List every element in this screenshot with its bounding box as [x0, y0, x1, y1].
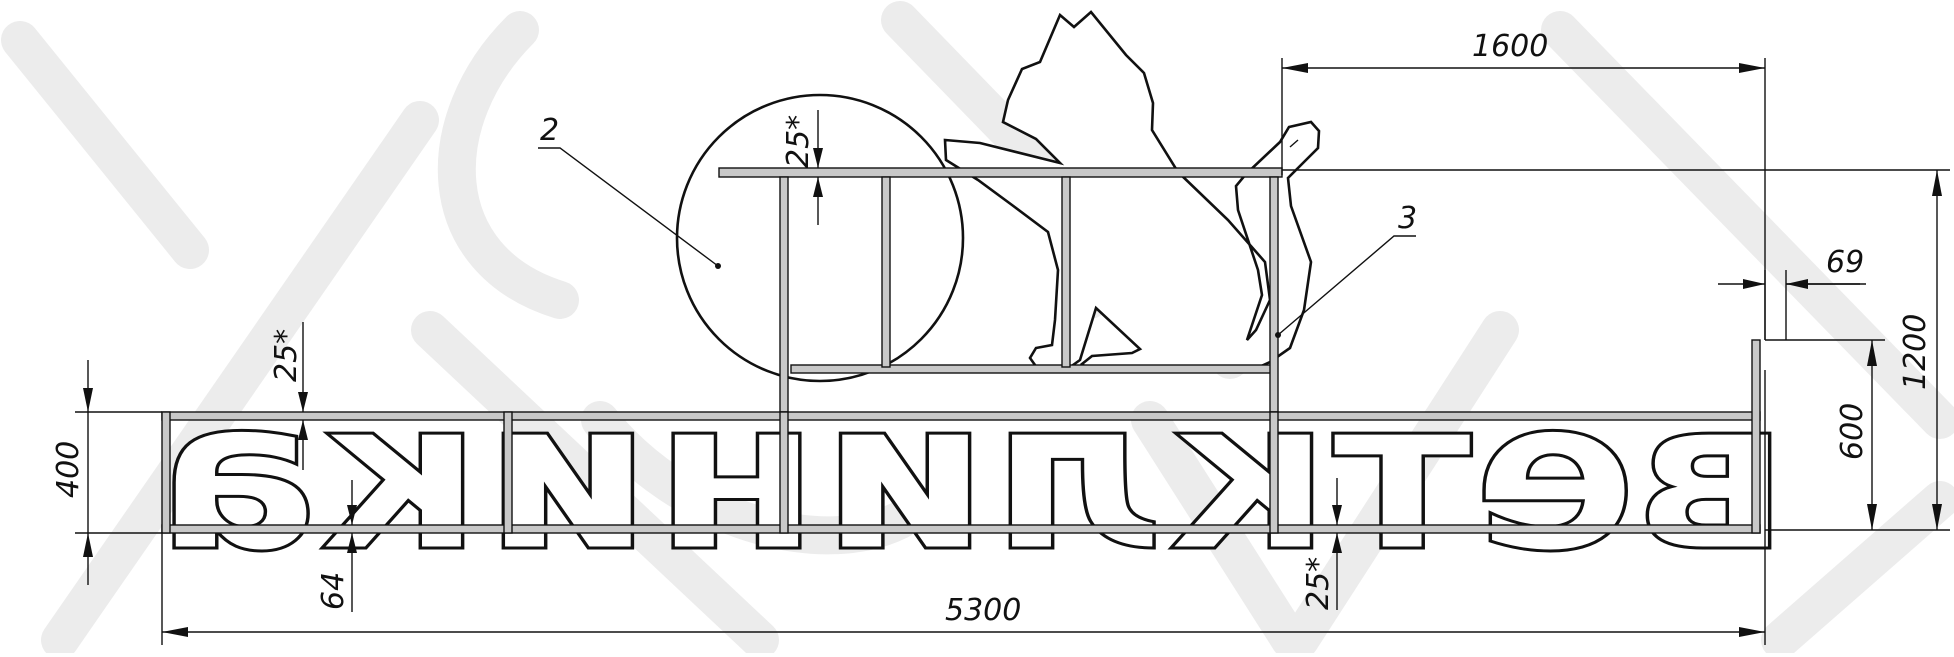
dimension-1200: 1200	[1282, 169, 1950, 531]
cat-silhouette	[943, 10, 1321, 374]
dim-text-64: 64	[316, 572, 351, 610]
frame-post-3	[1061, 176, 1071, 368]
main-post-4	[1269, 411, 1279, 534]
main-post-3	[779, 411, 789, 534]
dim-text-1200: 1200	[1898, 314, 1933, 390]
dim-text-69: 69	[1826, 245, 1864, 280]
dim-text-25-bottom: 25*	[1301, 557, 1336, 610]
dimension-64: 64	[316, 480, 357, 612]
callout-label-2: 2	[540, 113, 559, 148]
dim-text-600: 600	[1835, 403, 1870, 460]
dimension-400: 400	[51, 360, 162, 585]
dim-text-25-top: 25*	[781, 115, 816, 168]
dim-text-400: 400	[51, 441, 86, 498]
main-post-left	[161, 411, 171, 534]
sign-lettering: ветклиника	[155, 353, 1790, 598]
dimension-25-left: 25*	[269, 322, 308, 470]
callout-label-3: 3	[1398, 201, 1417, 236]
cat-tail-line	[1289, 139, 1299, 148]
frame-post-2	[881, 176, 891, 368]
dim-text-5300: 5300	[945, 593, 1021, 628]
main-bar-bottom	[161, 524, 1761, 534]
callout-3: 3	[1275, 201, 1417, 338]
letters-row: ветклиника	[154, 352, 1792, 600]
dimension-600: 600	[1765, 339, 1885, 530]
main-bar-top	[161, 411, 1761, 421]
frame-top-bar	[718, 167, 1283, 178]
circle-element	[675, 93, 965, 383]
dim-text-1600: 1600	[1472, 29, 1548, 64]
dimension-69: 69	[1718, 245, 1866, 340]
main-frame	[161, 339, 1761, 534]
dim-text-25-left: 25*	[269, 329, 304, 382]
dimension-25-bottom: 25*	[1301, 478, 1342, 610]
callout-2: 2	[538, 113, 721, 269]
dimension-25-top: 25*	[781, 110, 823, 225]
main-post-2	[503, 411, 513, 534]
dimension-5300: 5300	[161, 370, 1766, 645]
main-post-right	[1751, 339, 1761, 534]
upper-frame	[718, 167, 1283, 413]
